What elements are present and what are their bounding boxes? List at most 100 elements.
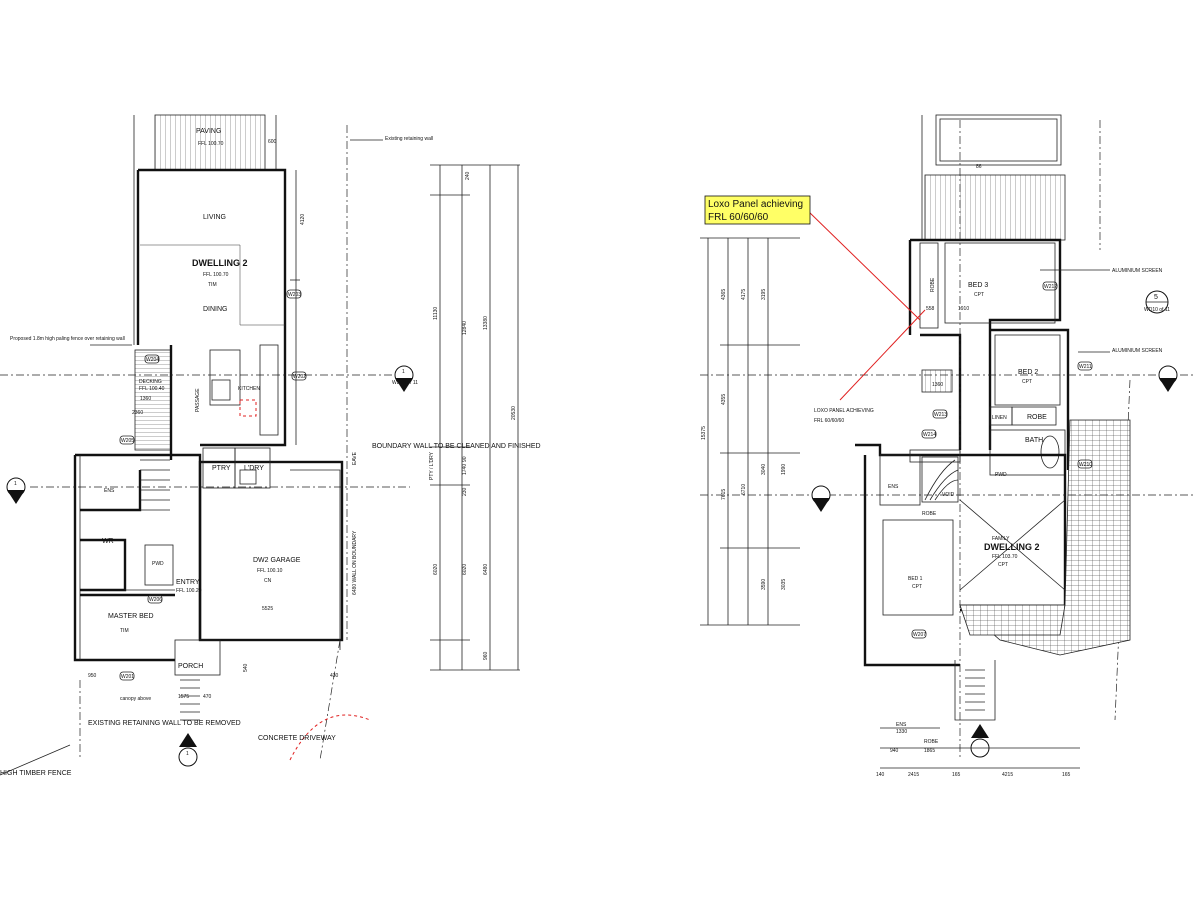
dwelling2-floor: CPT [998, 562, 1008, 568]
dim: 7615 [721, 489, 727, 500]
window-tag: W206 [149, 597, 162, 603]
callout-line1: Loxo Panel achieving [708, 199, 803, 210]
aluminium-screen-note: ALUMINIUM SCREEN [1112, 348, 1163, 354]
pty-ldry-note: PTY / L'DRY [429, 451, 435, 480]
bed1-label: BED 1 [908, 576, 923, 582]
fence-note: Proposed 1.8m high paling fence over ret… [10, 336, 125, 342]
bath-label: BATH [1025, 437, 1043, 444]
svg-text:WD10 of 11: WD10 of 11 [1144, 307, 1170, 313]
linen-label: LINEN [992, 415, 1007, 421]
callout2-line1: LOXO PANEL ACHIEVING [814, 408, 874, 414]
dim: 165 [1062, 772, 1071, 778]
garage-floor: CN [264, 578, 272, 584]
window-tag: W207 [913, 632, 926, 638]
dim: 12840 [462, 321, 468, 335]
boundary-wall-note: BOUNDARY WALL TO BE CLEANED AND FINISHED [372, 443, 541, 450]
dim: 4120 [300, 214, 306, 225]
dim: 13380 [483, 316, 489, 330]
section-marker: 5 WD10 of 11 [1144, 290, 1170, 314]
section-marker [811, 485, 831, 512]
dim: 1360 [932, 382, 943, 388]
window-tag: W205 [121, 438, 134, 444]
wr-label: WR [102, 538, 114, 545]
dim: 940 [890, 748, 899, 754]
living-label: LIVING [203, 214, 226, 221]
svg-text:1: 1 [14, 481, 17, 487]
dim: 600 [268, 139, 277, 145]
svg-text:WD08 of 11: WD08 of 11 [392, 380, 418, 386]
robe2-label: ROBE [1027, 414, 1047, 421]
dim: 1740 [462, 464, 468, 475]
stair [140, 459, 170, 511]
passage-label: PASSAGE [195, 388, 201, 412]
dim: 1330 [896, 729, 907, 735]
aluminium-screen-note: ALUMINIUM SCREEN [1112, 268, 1163, 274]
section-marker [970, 724, 990, 758]
porch-label: PORCH [178, 663, 203, 670]
window-tag: W212 [1044, 284, 1057, 290]
window-tags: W212 W211 W213 W214 W210 W207 [911, 281, 1093, 639]
dim: 15375 [701, 426, 707, 440]
dim: 4355 [721, 394, 727, 405]
bottom-ens: ENS [896, 722, 907, 728]
wall-on-boundary-note: 6480 WALL ON BOUNDARY [352, 530, 358, 595]
concrete-note: CONCRETE DRIVEWAY [258, 735, 336, 742]
kitchen-label: KITCHEN [238, 386, 260, 392]
garage-frl: FFL 100.10 [257, 568, 283, 574]
eave-note: EAVE [352, 451, 358, 465]
dim: 230 [462, 487, 468, 496]
dwelling2-floor: TIM [208, 282, 217, 288]
dim: 20530 [511, 406, 517, 420]
dim: 1865 [924, 748, 935, 754]
pwd-label: PWD [995, 472, 1007, 478]
callout-box: Loxo Panel achieving FRL 60/60/60 [704, 195, 811, 225]
decking-frl: FFL 100.40 [139, 386, 165, 392]
section-marker [1158, 365, 1178, 392]
dim: 4175 [741, 289, 747, 300]
dwelling2-frl: FFL 100.70 [203, 272, 229, 278]
dining-label: DINING [203, 306, 228, 313]
window-tag: W204 [146, 357, 159, 363]
dim: 6480 [483, 564, 489, 575]
dim: 5525 [262, 606, 273, 612]
dwelling2-label: DWELLING 2 [192, 258, 248, 268]
dim: 2415 [908, 772, 919, 778]
callout2-line2: FRL 60/60/60 [814, 418, 844, 424]
first-floor-plan: Loxo Panel achieving FRL 60/60/60 LOXO P… [700, 114, 1195, 778]
bed1-floor: CPT [912, 584, 922, 590]
entry-label: ENTRY [176, 579, 200, 586]
timber-fence-note: HIGH TIMBER FENCE [0, 770, 72, 777]
ens-label: ENS [104, 488, 115, 494]
garage-label: DW2 GARAGE [253, 557, 301, 564]
window-tags: W204 W203 W202 W205 W206 W201 [119, 289, 307, 681]
robe3-label: ROBE [922, 511, 937, 517]
dim: 6020 [462, 564, 468, 575]
callout-line2: FRL 60/60/60 [708, 212, 769, 223]
ground-floor-plan: PAVING FFL 100.70 LIVING DWELLING 2 FFL … [0, 114, 541, 777]
dim: 950 [88, 673, 97, 679]
void-label: VOID [942, 492, 955, 498]
bed3-floor: CPT [974, 292, 984, 298]
dim: 3590 [761, 579, 767, 590]
bed3-label: BED 3 [968, 282, 988, 289]
master-bed-label: MASTER BED [108, 613, 154, 620]
bed2-label: BED 2 [1018, 369, 1038, 376]
section-marker: 1 WD08 of 11 [392, 365, 418, 392]
dim: 2360 [132, 410, 143, 416]
existing-retaining-note: Existing retaining wall [385, 136, 433, 142]
canopy-note: canopy above [120, 696, 151, 702]
ldry-label: L'DRY [244, 465, 264, 472]
dim: 470 [203, 694, 212, 700]
dim: 1990 [781, 464, 787, 475]
dim: 90 [462, 456, 468, 462]
dim: 1575 [178, 694, 189, 700]
ptry-label: PTRY [212, 465, 231, 472]
paving-label: PAVING [196, 128, 221, 135]
window-tag: W210 [1079, 462, 1092, 468]
dimension-lines [700, 237, 1080, 769]
retaining-removed-note: EXISTING RETAINING WALL TO BE REMOVED [88, 720, 241, 727]
garage-room [198, 460, 344, 642]
dim: 540 [243, 663, 249, 672]
dim: 960 [483, 651, 489, 660]
svg-text:1: 1 [402, 369, 405, 375]
